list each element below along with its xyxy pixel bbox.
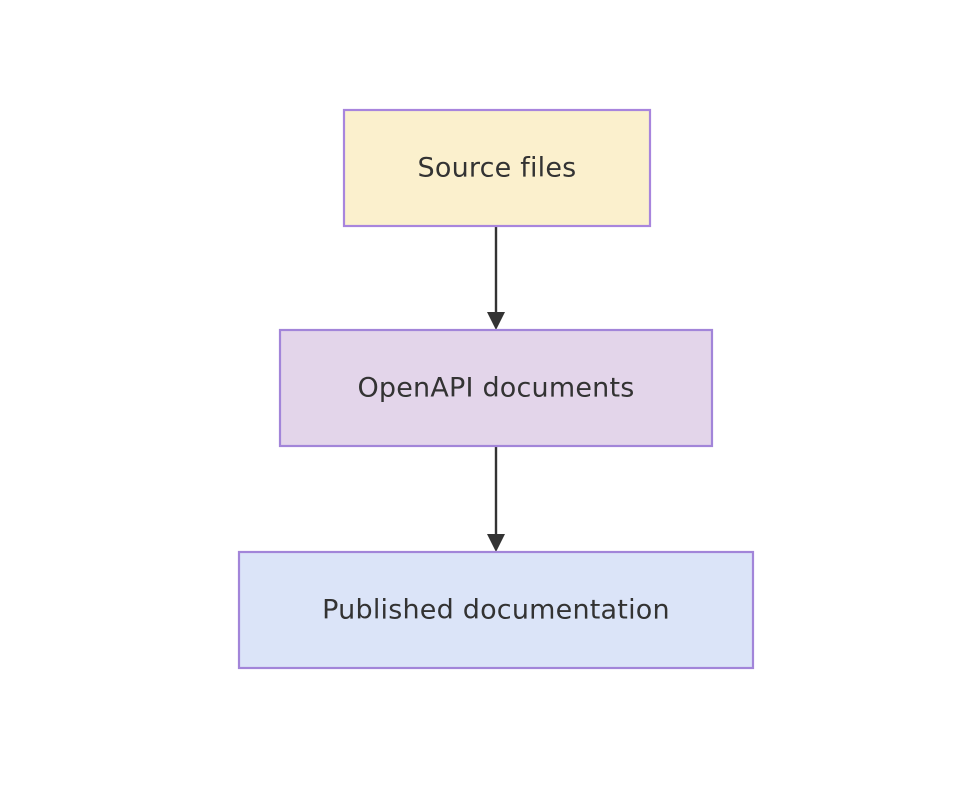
- node-openapi-documents-label: OpenAPI documents: [357, 373, 634, 404]
- edge-openapi-to-published: [487, 446, 505, 552]
- edge-source-to-openapi: [487, 226, 505, 330]
- node-published-documentation[interactable]: Published documentation: [237, 550, 755, 670]
- node-source-files[interactable]: Source files: [342, 108, 652, 228]
- node-openapi-documents-rect[interactable]: [278, 328, 714, 448]
- arrowhead-icon: [487, 312, 505, 330]
- node-openapi-documents[interactable]: OpenAPI documents: [278, 328, 714, 448]
- node-source-files-label: Source files: [418, 153, 577, 184]
- node-published-documentation-rect[interactable]: [237, 550, 755, 670]
- node-source-files-rect[interactable]: [342, 108, 652, 228]
- arrowhead-icon: [487, 534, 505, 552]
- node-published-documentation-label: Published documentation: [322, 595, 670, 626]
